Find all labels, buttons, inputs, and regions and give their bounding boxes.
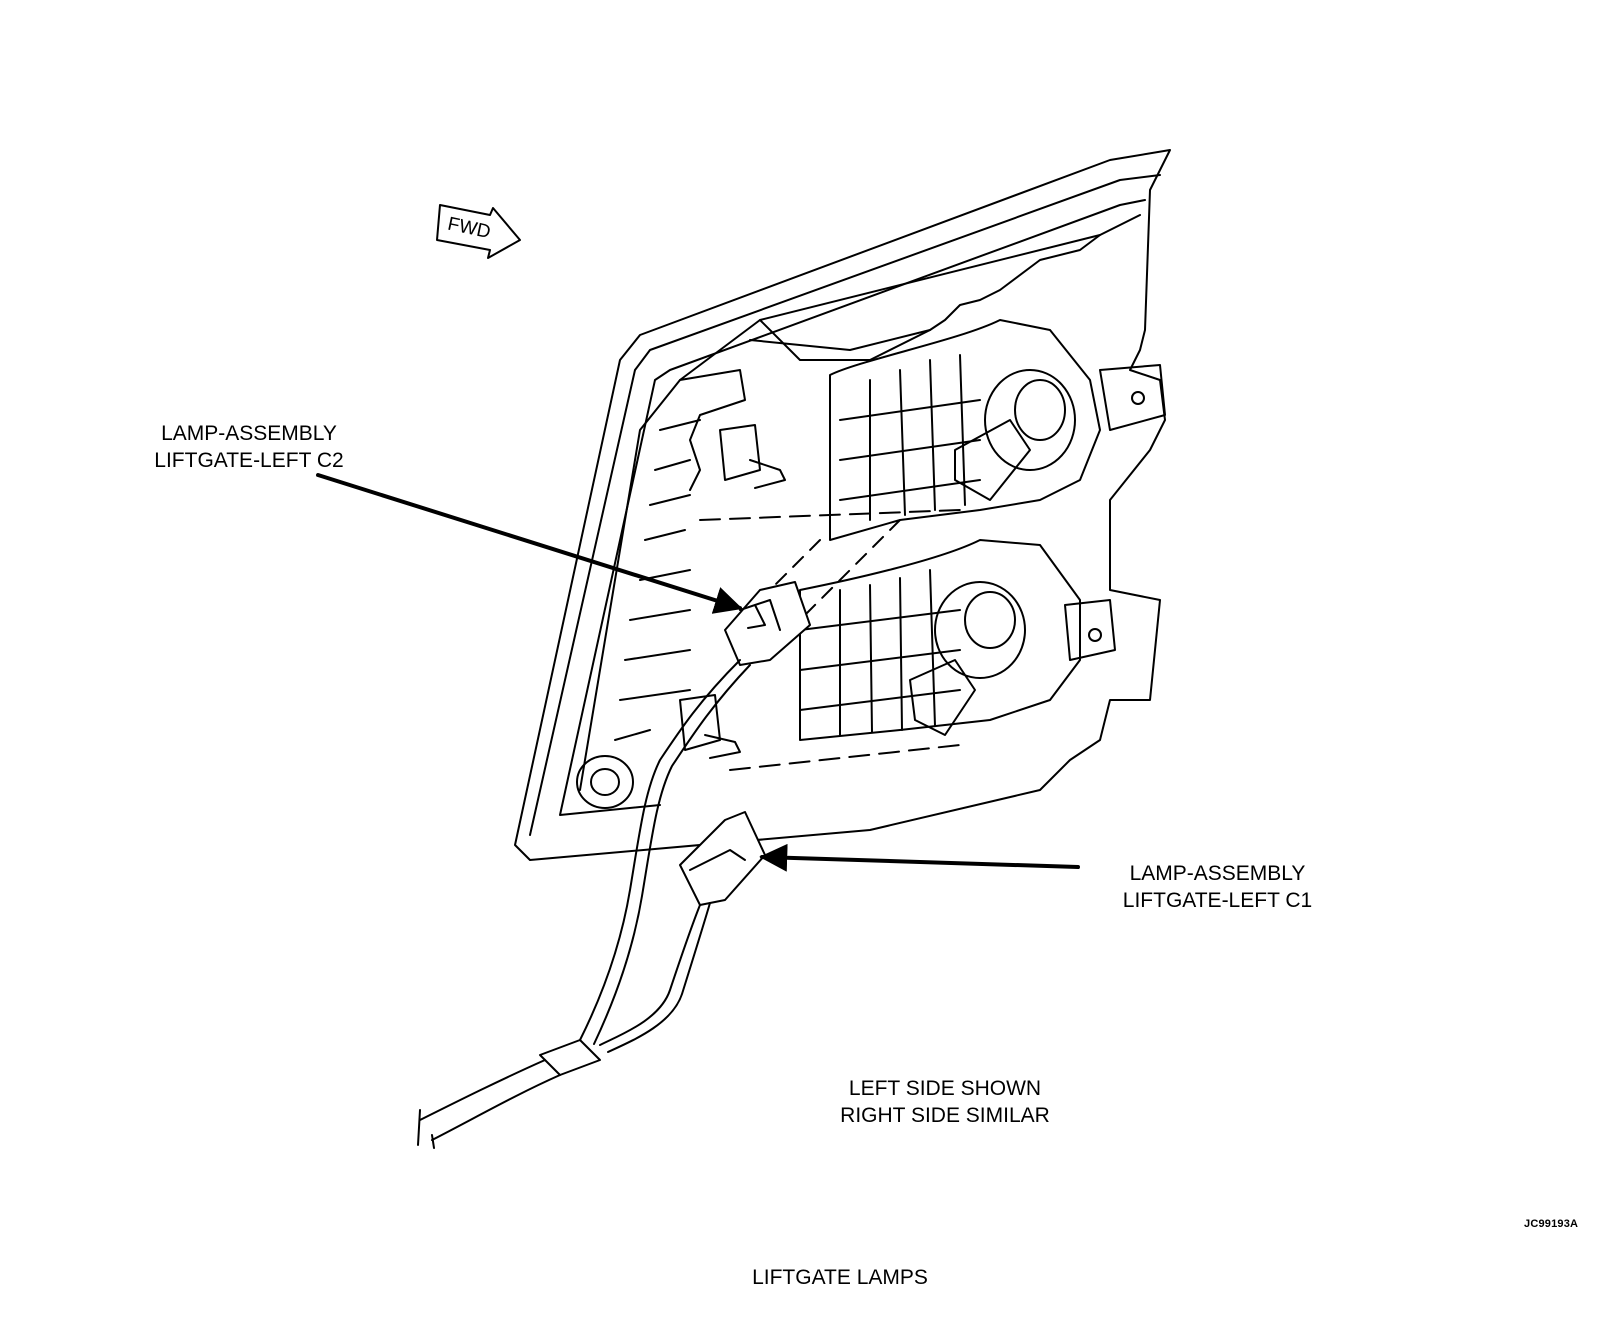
figure-title: LIFTGATE LAMPS [752, 1266, 928, 1289]
figure-id: JC99193A [1524, 1218, 1579, 1230]
c2-leader-arrow [316, 473, 743, 614]
wiring-harness [417, 659, 751, 1149]
callout-c2-line1: LAMP-ASSEMBLY [161, 422, 337, 445]
connector-c1 [679, 811, 766, 906]
callout-c1-label: LAMP-ASSEMBLY LIFTGATE-LEFT C1 [1100, 860, 1335, 914]
lamp-housing [514, 149, 1171, 861]
callout-c1-line2: LIFTGATE-LEFT C1 [1122, 889, 1313, 912]
c1-leader-arrow [759, 843, 1080, 872]
side-note: LEFT SIDE SHOWN RIGHT SIDE SIMILAR [820, 1075, 1070, 1129]
side-note-line2: RIGHT SIDE SIMILAR [840, 1104, 1050, 1127]
connector-c2 [724, 581, 811, 666]
fwd-arrow-icon: FWD [436, 204, 521, 259]
callout-c2-line2: LIFTGATE-LEFT C2 [154, 449, 344, 472]
side-note-line1: LEFT SIDE SHOWN [848, 1077, 1042, 1100]
callout-c2-label: LAMP-ASSEMBLY LIFTGATE-LEFT C2 [134, 420, 364, 474]
callout-c1-line1: LAMP-ASSEMBLY [1129, 862, 1306, 885]
